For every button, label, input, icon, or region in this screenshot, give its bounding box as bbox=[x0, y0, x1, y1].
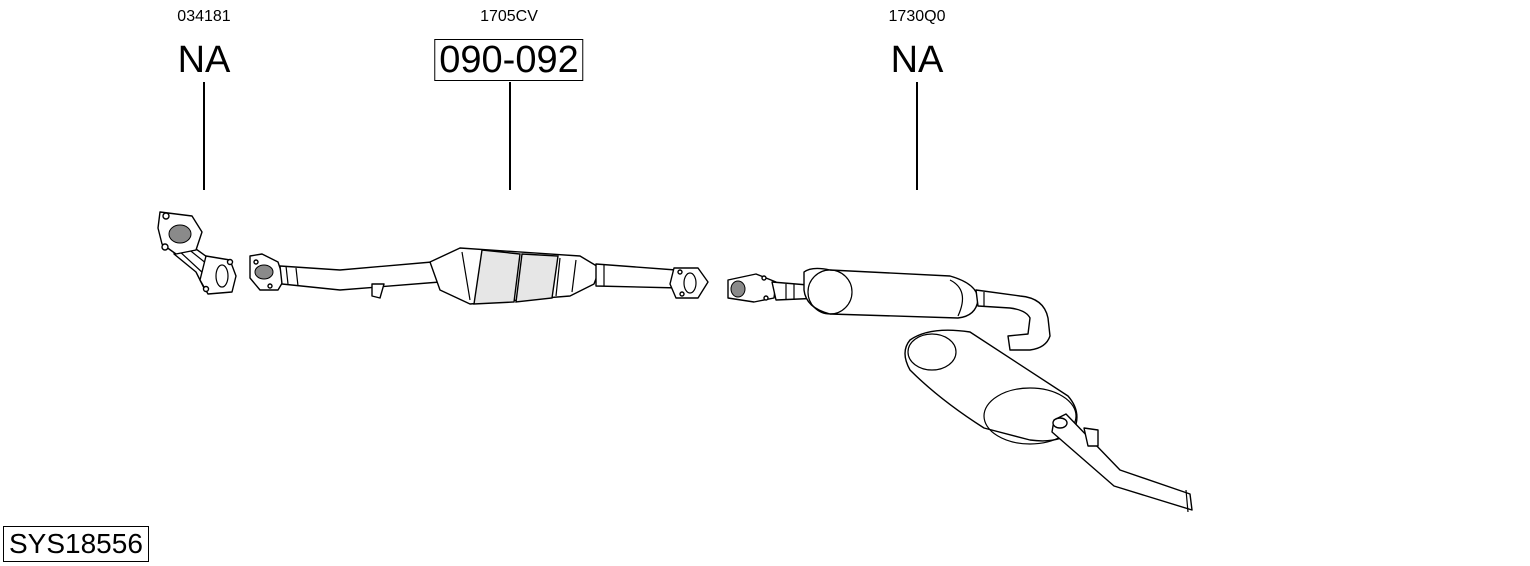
system-id-label: SYS18556 bbox=[3, 526, 149, 562]
part-code-3: 1730Q0 bbox=[888, 8, 946, 25]
front-pipe-drawing bbox=[157, 211, 237, 295]
leader-line-2 bbox=[509, 82, 511, 190]
part-code-2: 1705CV bbox=[480, 8, 538, 25]
leader-line-3 bbox=[916, 82, 918, 190]
catalytic-converter-drawing bbox=[249, 247, 709, 305]
leader-line-1 bbox=[203, 82, 205, 190]
silencer-assembly-drawing bbox=[727, 267, 1193, 513]
part-ref-2: 090-092 bbox=[434, 39, 584, 81]
part-code-1: 034181 bbox=[177, 8, 231, 25]
part-ref-1: NA bbox=[177, 39, 231, 81]
part-ref-3: NA bbox=[890, 39, 944, 81]
